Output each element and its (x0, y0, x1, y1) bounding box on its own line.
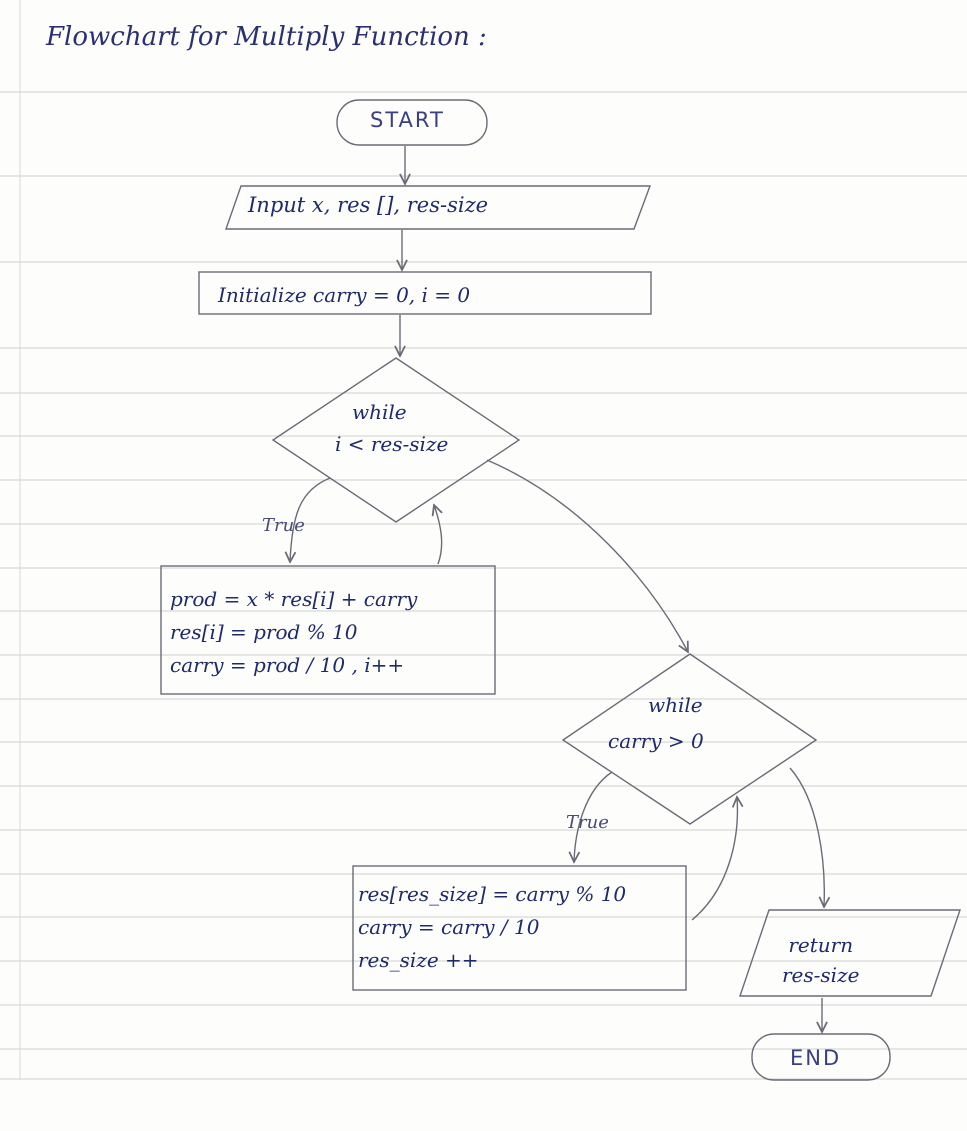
body1-line-1: prod = x * res[i] + carry (170, 587, 418, 611)
input-parallelogram (225, 185, 652, 230)
body2-process (352, 865, 687, 991)
end-label: END (790, 1046, 842, 1070)
loop1-decision (271, 357, 521, 523)
arrow-body1-back (434, 505, 442, 565)
loop2-condition: carry > 0 (608, 729, 704, 753)
body2-line-3: res_size ++ (358, 948, 479, 972)
arrow-loop2-false (789, 767, 824, 907)
arrow-loop1-true (290, 477, 331, 562)
initialize-label: Initialize carry = 0, i = 0 (218, 283, 471, 307)
loop2-true-label: True (566, 812, 609, 833)
loop2-decision (561, 653, 818, 825)
return-text: return res-size (782, 930, 859, 990)
arrow-loop1-false (486, 459, 688, 652)
arrow-body2-back (691, 797, 737, 921)
return-line-2: res-size (782, 963, 860, 987)
body2-text: res[res_size] = carry % 10 carry = carry… (358, 878, 626, 977)
loop1-keyword: while (352, 400, 407, 424)
return-line-1: return (788, 933, 854, 957)
input-label: Input x, res [], res-size (248, 193, 489, 217)
loop1-true-label: True (262, 515, 305, 536)
body2-line-1: res[res_size] = carry % 10 (358, 882, 627, 906)
body2-line-2: carry = carry / 10 (358, 915, 540, 939)
body1-line-3: carry = prod / 10 , i++ (170, 653, 405, 677)
loop2-keyword: while (648, 693, 703, 717)
end-terminal (751, 1033, 891, 1081)
page-title: Flowchart for Multiply Function : (46, 22, 487, 52)
arrow-loop2-true (574, 771, 613, 862)
return-parallelogram (739, 909, 961, 997)
loop1-condition: i < res-size (335, 432, 449, 456)
body1-process (160, 565, 496, 695)
initialize-process (198, 271, 652, 315)
body1-text: prod = x * res[i] + carry res[i] = prod … (170, 583, 417, 682)
start-terminal (336, 99, 488, 146)
start-label: START (370, 108, 445, 132)
body1-line-2: res[i] = prod % 10 (170, 620, 358, 644)
